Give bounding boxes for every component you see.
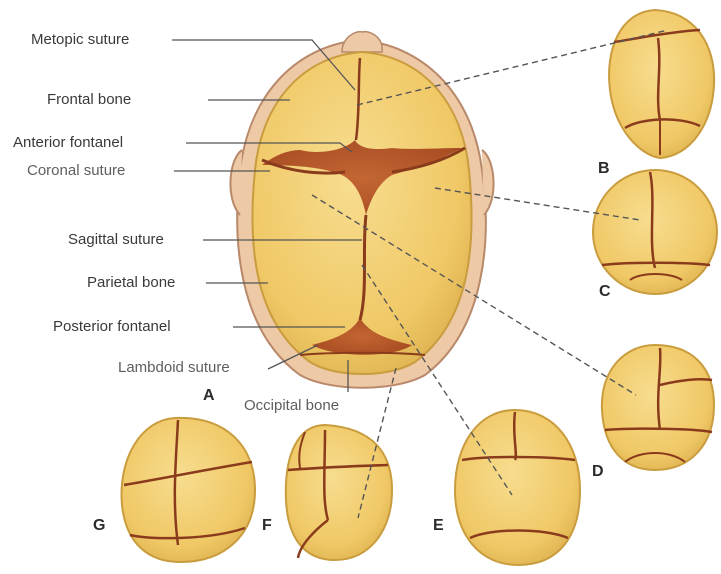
label-occipital-bone: Occipital bone: [244, 397, 339, 414]
panel-letter-a: A: [203, 387, 215, 405]
right-ear: [482, 150, 494, 215]
skull-top-view-a: [230, 32, 493, 388]
label-sagittal-suture: Sagittal suture: [68, 231, 164, 248]
panel-letter-c: C: [599, 283, 611, 301]
label-anterior-fontanel: Anterior fontanel: [13, 134, 123, 151]
label-parietal-bone: Parietal bone: [87, 274, 175, 291]
panel-letter-f: F: [262, 517, 272, 535]
skull-variant-f: [286, 425, 392, 560]
label-coronal-suture: Coronal suture: [27, 162, 125, 179]
label-posterior-fontanel: Posterior fontanel: [53, 318, 171, 335]
panel-letter-g: G: [93, 517, 105, 535]
skull-variant-g: [122, 418, 255, 562]
label-frontal-bone: Frontal bone: [47, 91, 131, 108]
panel-letter-b: B: [598, 160, 610, 178]
skull-variant-e: [455, 410, 580, 565]
left-ear: [230, 150, 242, 215]
nose-shape: [342, 32, 382, 52]
skull-variant-d: [602, 345, 714, 470]
skull-variant-c: [593, 170, 717, 294]
label-metopic-suture: Metopic suture: [31, 31, 129, 48]
label-lambdoid-suture: Lambdoid suture: [118, 359, 230, 376]
panel-letter-e: E: [433, 517, 444, 535]
panel-letter-d: D: [592, 463, 604, 481]
